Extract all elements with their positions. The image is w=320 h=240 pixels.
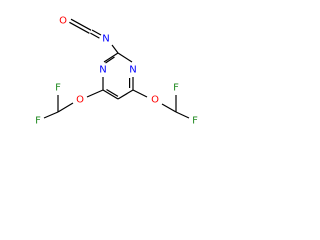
bond-cf2-right-f-bottom — [175, 111, 190, 119]
bond-o-c-inner — [69, 21, 90, 34]
bond-c2-n-right — [117, 52, 133, 63]
atom-o-left: O — [76, 95, 84, 106]
atom-n-ring-left: N — [99, 65, 106, 76]
atom-f-right-top: F — [173, 83, 179, 94]
molecule-structure: O C N N N O O F F F F — [35, 16, 198, 127]
atom-f-right-bottom: F — [192, 116, 198, 127]
bond-cf2-left-f-bottom — [43, 111, 59, 119]
bond-c2-n-left — [103, 52, 119, 63]
bond-c-n-inner — [90, 32, 100, 39]
atom-o-isocyanate: O — [59, 16, 67, 27]
atom-o-right: O — [151, 95, 159, 106]
bond-c6-o-right — [132, 89, 148, 98]
bond-c4-c5-double — [106, 88, 119, 97]
bond-c4-o-left — [86, 89, 104, 98]
bond-o-right-cf2 — [161, 103, 177, 113]
bond-c2-n-left-double — [105, 56, 115, 64]
atom-n-isocyanate: N — [102, 34, 109, 45]
bond-n-c2 — [111, 44, 119, 54]
atom-f-left-top: F — [55, 83, 61, 94]
atom-n-ring-right: N — [129, 65, 136, 76]
bond-o-c-outer — [70, 18, 92, 31]
atom-f-left-bottom: F — [35, 116, 41, 127]
bond-c4-c5 — [102, 89, 119, 100]
bond-o-left-cf2 — [57, 102, 74, 113]
bond-c-n-outer — [91, 29, 102, 36]
bond-c5-c6 — [117, 89, 134, 100]
